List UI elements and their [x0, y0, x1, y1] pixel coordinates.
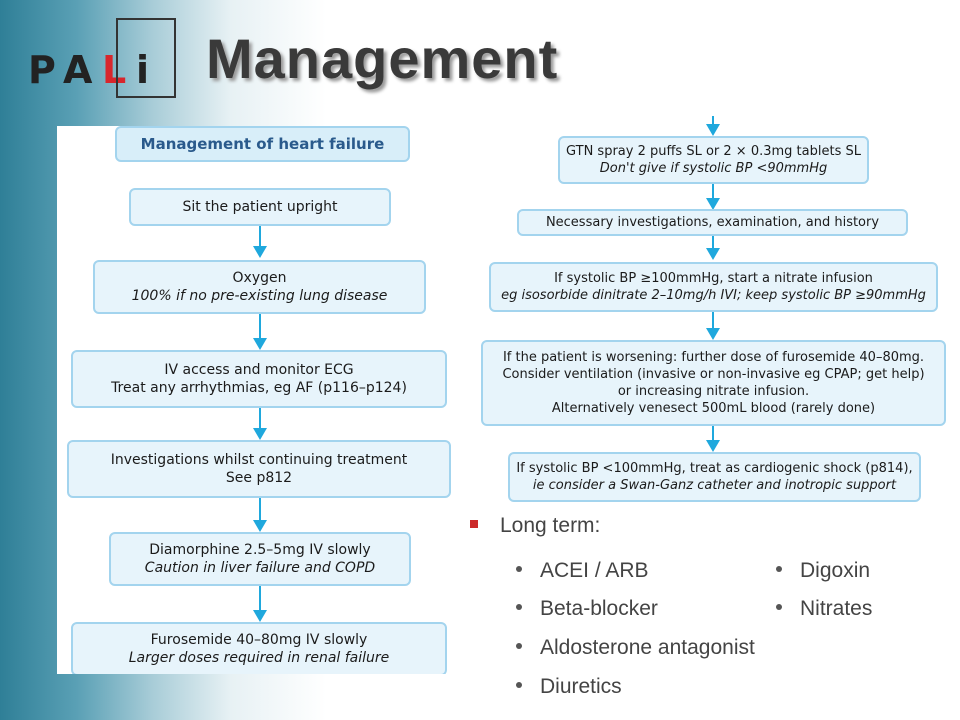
list-item: ACEI / ARB	[516, 559, 649, 583]
flow-step-nitrate-infusion: If systolic BP ≥100mmHg, start a nitrate…	[489, 262, 938, 312]
logo-letter-i: i	[136, 48, 150, 92]
flow-header: Management of heart failure	[115, 126, 410, 162]
list-item: Diuretics	[516, 675, 622, 699]
step-text: GTN spray 2 puffs SL or 2 × 0.3mg tablet…	[566, 144, 861, 159]
step-subtext: See p812	[225, 470, 293, 486]
bullet-icon	[516, 604, 522, 611]
bullet-icon	[516, 566, 522, 573]
step-text: Furosemide 40–80mg IV slowly	[150, 632, 368, 648]
list-item-text: Beta-blocker	[540, 597, 658, 620]
list-item: Aldosterone antagonist	[516, 636, 755, 660]
pali-logo: P A L i	[28, 18, 176, 98]
step-text: If systolic BP ≥100mmHg, start a nitrate…	[554, 271, 873, 286]
list-item-text: Digoxin	[800, 559, 871, 582]
step-subtext: Caution in liver failure and COPD	[144, 560, 376, 576]
flow-step-iv-access: IV access and monitor ECG Treat any arrh…	[71, 350, 447, 408]
step-text: or increasing nitrate infusion.	[617, 384, 810, 399]
step-text: IV access and monitor ECG	[164, 362, 354, 378]
step-subtext: Don't give if systolic BP <90mmHg	[599, 161, 828, 176]
step-text: Consider ventilation (invasive or non-in…	[502, 367, 925, 382]
step-subtext: Treat any arrhythmias, eg AF (p116–p124)	[111, 380, 407, 396]
step-subtext: 100% if no pre-existing lung disease	[131, 288, 388, 304]
long-term-heading: Long term:	[470, 514, 600, 538]
step-subtext: ie consider a Swan-Ganz catheter and ino…	[532, 478, 897, 493]
square-bullet-icon	[470, 520, 478, 529]
step-text: Sit the patient upright	[182, 199, 338, 215]
logo-letter-l: L	[102, 48, 127, 92]
step-text: Oxygen	[232, 270, 287, 286]
step-text: If systolic BP <100mmHg, treat as cardio…	[516, 461, 913, 476]
left-flowchart: Management of heart failure Sit the pati…	[57, 126, 460, 674]
bullet-icon	[516, 682, 522, 689]
list-item-text: Diuretics	[540, 675, 622, 698]
flow-step-gtn: GTN spray 2 puffs SL or 2 × 0.3mg tablet…	[558, 136, 869, 184]
flow-step-upright: Sit the patient upright	[129, 188, 391, 226]
list-item: Digoxin	[776, 559, 870, 583]
step-text: Investigations whilst continuing treatme…	[110, 452, 408, 468]
list-item-text: Nitrates	[800, 597, 873, 620]
list-item-text: ACEI / ARB	[540, 559, 649, 582]
flow-step-worsening: If the patient is worsening: further dos…	[481, 340, 946, 426]
step-text: Alternatively venesect 500mL blood (rare…	[551, 401, 876, 416]
long-term-heading-text: Long term:	[500, 514, 601, 537]
bullet-icon	[776, 566, 782, 573]
step-text: If the patient is worsening: further dos…	[502, 350, 925, 365]
flow-step-investigations: Investigations whilst continuing treatme…	[67, 440, 451, 498]
step-text: Diamorphine 2.5–5mg IV slowly	[149, 542, 371, 558]
flow-step-furosemide: Furosemide 40–80mg IV slowly Larger dose…	[71, 622, 447, 674]
list-item-text: Aldosterone antagonist	[540, 636, 755, 659]
page-title: Management	[206, 27, 559, 90]
logo-letter-a: A	[63, 48, 93, 92]
list-item: Nitrates	[776, 597, 872, 621]
list-item: Beta-blocker	[516, 597, 658, 621]
step-text: Necessary investigations, examination, a…	[545, 215, 880, 230]
logo-letter-p: P	[28, 48, 56, 92]
logo-frame	[116, 18, 176, 98]
bullet-icon	[516, 643, 522, 650]
step-subtext: eg isosorbide dinitrate 2–10mg/h IVI; ke…	[501, 288, 926, 303]
step-subtext: Larger doses required in renal failure	[128, 650, 390, 666]
flow-step-cardiogenic-shock: If systolic BP <100mmHg, treat as cardio…	[508, 452, 921, 502]
flow-step-necessary-investigations: Necessary investigations, examination, a…	[517, 209, 908, 236]
flow-step-oxygen: Oxygen 100% if no pre-existing lung dise…	[93, 260, 426, 314]
flow-step-diamorphine: Diamorphine 2.5–5mg IV slowly Caution in…	[109, 532, 411, 586]
bullet-icon	[776, 604, 782, 611]
